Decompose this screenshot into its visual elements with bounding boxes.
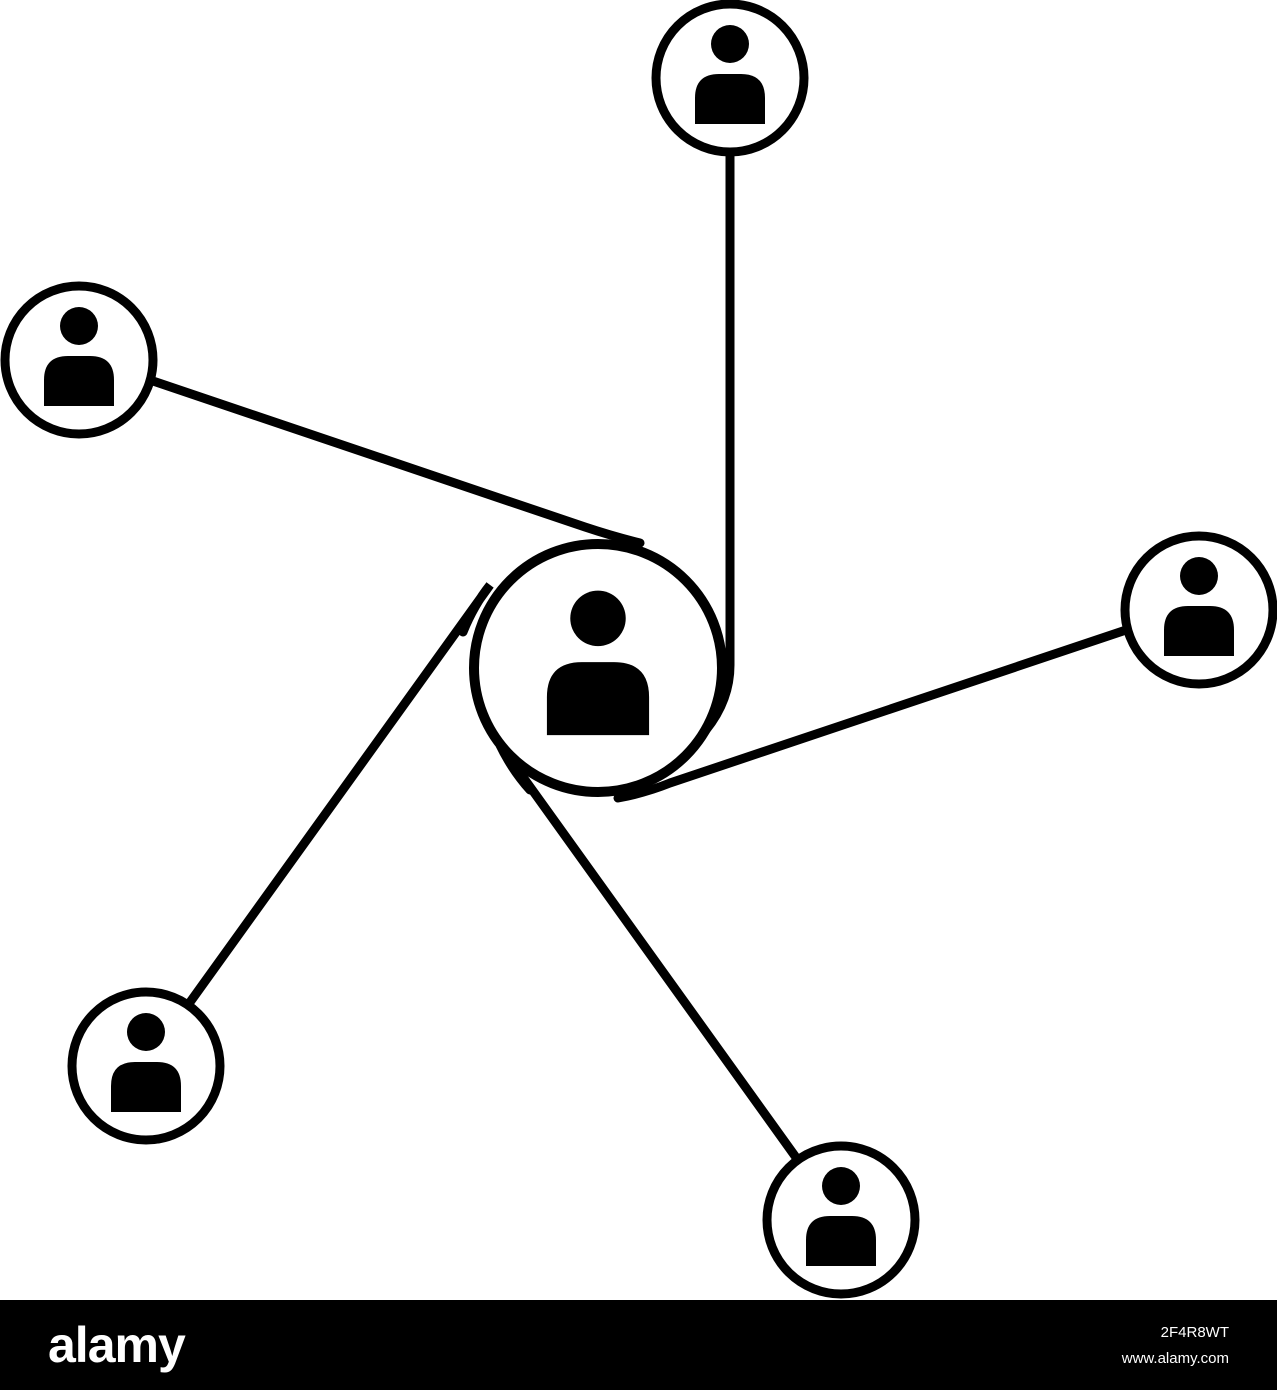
person-body-icon [1164, 606, 1234, 656]
image-id: 2F4R8WT [1160, 1324, 1229, 1341]
footer-bar: alamy 2F4R8WT www.alamy.com [0, 1300, 1277, 1390]
person-body-icon [44, 356, 114, 406]
person-icon [44, 307, 114, 406]
node-bottom [762, 1141, 920, 1299]
person-body-icon [111, 1062, 181, 1112]
network-diagram [0, 0, 1277, 1299]
person-nodes [0, 0, 1277, 1299]
edge-hub-upper-left [145, 375, 645, 548]
person-head-icon [1180, 557, 1218, 595]
person-body-icon [695, 74, 765, 124]
person-head-icon [711, 25, 749, 63]
person-head-icon [570, 590, 626, 647]
person-head-icon [127, 1013, 165, 1051]
node-upper-left [0, 281, 158, 439]
person-icon [111, 1013, 181, 1112]
node-top [651, 0, 809, 157]
node-hub [469, 539, 727, 797]
footer-meta: 2F4R8WT www.alamy.com [1122, 1320, 1229, 1372]
person-icon [1164, 557, 1234, 656]
node-right [1120, 531, 1277, 689]
edge-hub-bottom [495, 742, 805, 1168]
person-icon [806, 1167, 876, 1266]
alamy-logo: alamy [48, 1317, 186, 1373]
node-lower-left [67, 987, 225, 1145]
person-icon [695, 25, 765, 124]
person-body-icon [806, 1216, 876, 1266]
site-url: www.alamy.com [1121, 1350, 1229, 1367]
edge-hub-lower-left [183, 582, 494, 1010]
person-head-icon [60, 307, 98, 345]
person-icon [546, 590, 650, 736]
edge-hub-right [613, 625, 1131, 803]
person-head-icon [822, 1167, 860, 1205]
person-body-icon [546, 662, 650, 736]
